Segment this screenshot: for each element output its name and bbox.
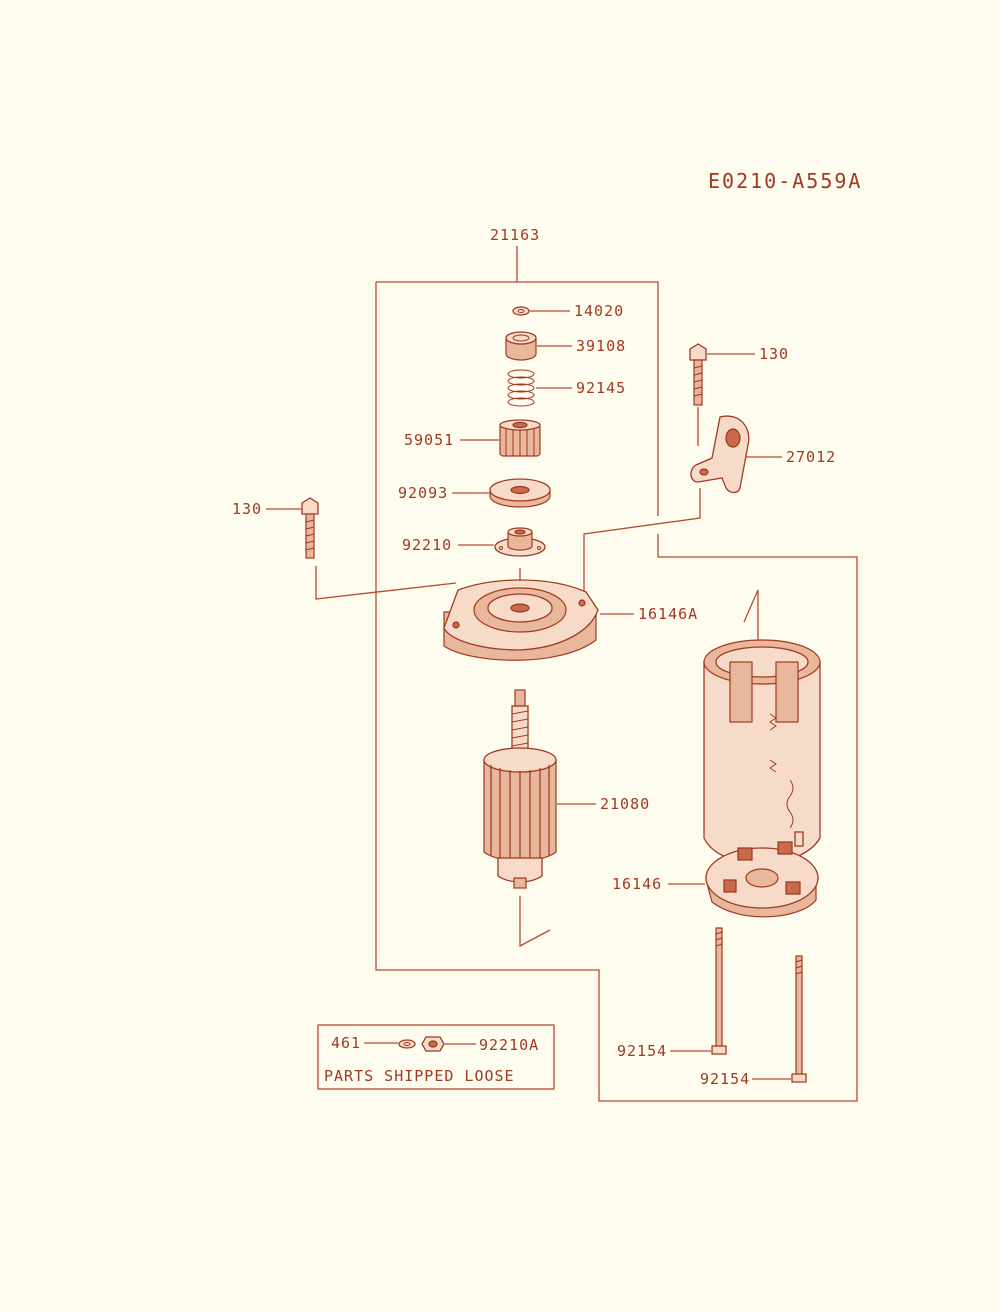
part-130-top-bolt bbox=[689, 343, 755, 446]
loose-parts-caption: PARTS SHIPPED LOOSE bbox=[324, 1067, 515, 1085]
leader-27012-to-16146A bbox=[583, 488, 701, 594]
label-21080: 21080 bbox=[600, 795, 650, 813]
label-461: 461 bbox=[331, 1034, 361, 1052]
label-14020: 14020 bbox=[574, 302, 624, 320]
label-92154-b: 92154 bbox=[700, 1070, 750, 1088]
part-27012-bracket bbox=[690, 415, 782, 494]
part-16146A-end-cover bbox=[443, 579, 634, 661]
label-130-top: 130 bbox=[759, 345, 789, 363]
label-130-left: 130 bbox=[232, 500, 262, 518]
axis-line-bottom bbox=[519, 896, 551, 948]
part-92210-flange-nut bbox=[458, 527, 546, 557]
part-39108-collar bbox=[505, 331, 572, 361]
label-27012: 27012 bbox=[786, 448, 836, 466]
label-59051: 59051 bbox=[404, 431, 454, 449]
part-59051-pinion bbox=[460, 419, 541, 457]
label-92093: 92093 bbox=[398, 484, 448, 502]
label-92145: 92145 bbox=[576, 379, 626, 397]
diagram-code: E0210-A559A bbox=[708, 169, 862, 193]
label-92210A: 92210A bbox=[479, 1036, 539, 1054]
label-39108: 39108 bbox=[576, 337, 626, 355]
loose-parts-box bbox=[317, 1024, 555, 1090]
part-130-left-bolt bbox=[266, 497, 457, 600]
label-16146: 16146 bbox=[612, 875, 662, 893]
assembly-bracket bbox=[375, 246, 858, 1102]
part-yoke-housing bbox=[703, 589, 821, 864]
part-16146-brush-holder bbox=[668, 831, 819, 918]
label-92154-a: 92154 bbox=[617, 1042, 667, 1060]
label-92210: 92210 bbox=[402, 536, 452, 554]
part-14020-washer bbox=[512, 306, 570, 316]
label-16146A: 16146A bbox=[638, 605, 698, 623]
part-92154-bolt-a bbox=[670, 927, 727, 1055]
part-92154-bolt-b bbox=[752, 955, 807, 1083]
part-92145-spring bbox=[507, 369, 572, 407]
label-21163: 21163 bbox=[490, 226, 540, 244]
part-21080-armature bbox=[483, 689, 596, 889]
part-92093-washer bbox=[452, 478, 551, 508]
